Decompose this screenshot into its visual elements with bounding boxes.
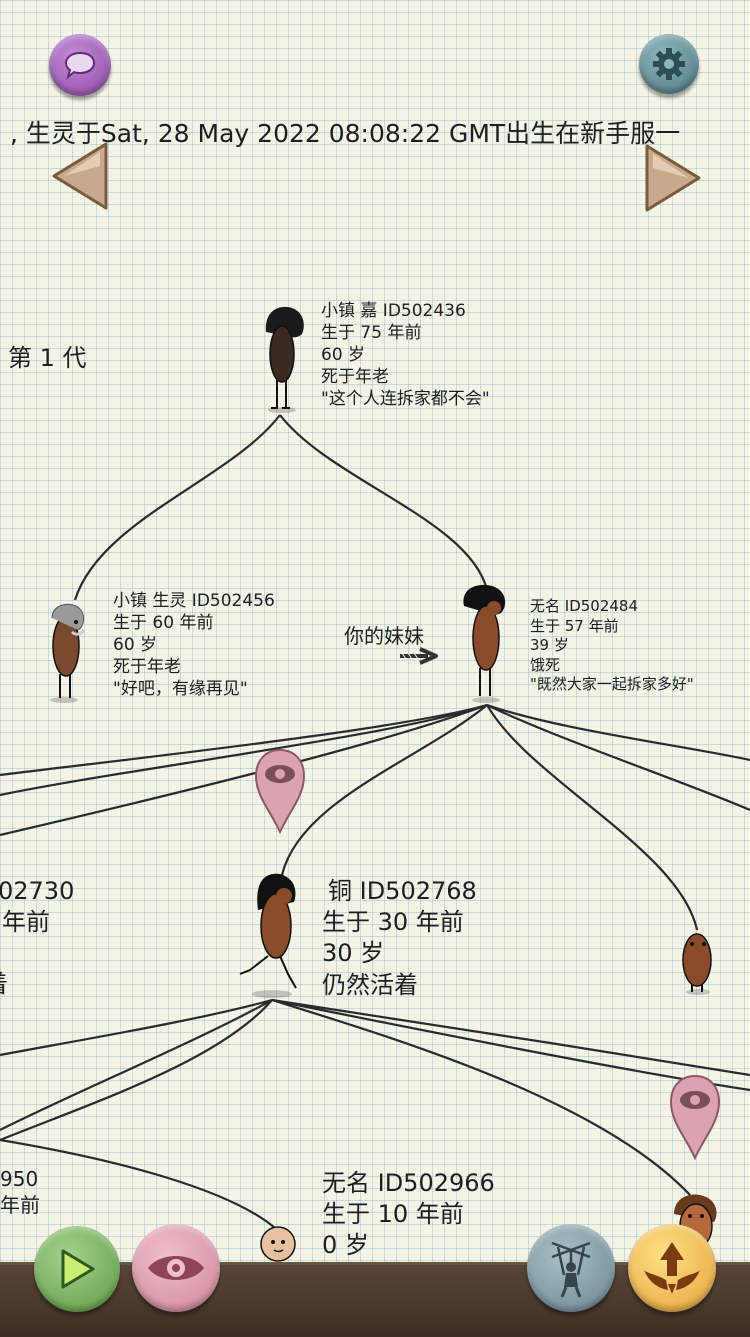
left-child-quote: "好吧，有缘再见" [113, 679, 248, 700]
left-child-name: 小镇 生灵 ID502456 [113, 591, 275, 611]
left-cut-status: 着 [0, 969, 74, 1000]
bottom-left-cut-name: 950 [0, 1167, 39, 1191]
generation-label: 第 1 代 [8, 344, 87, 372]
baby-avatar[interactable] [258, 1222, 298, 1262]
eye-icon [148, 1256, 204, 1280]
eye-pin-icon[interactable] [667, 1072, 723, 1162]
right-child-avatar[interactable] [678, 928, 718, 998]
left-child-born: 生于 60 年前 [113, 613, 214, 634]
winged-arrow-up-icon [644, 1242, 700, 1294]
baby-age: 0 岁 [322, 1231, 369, 1260]
current-character-age: 30 岁 [322, 939, 385, 968]
sister-name: 无名 ID502484 [530, 597, 639, 615]
sister-avatar[interactable] [458, 582, 510, 706]
left-cut-born: 年前 [2, 908, 50, 937]
current-character-status: 仍然活着 [322, 970, 418, 999]
sister-relation-label: 你的妹妹 [344, 624, 424, 648]
ancestor-name: 小镇 嘉 ID502436 [321, 301, 466, 321]
ancestor-avatar[interactable] [262, 302, 308, 418]
sister-quote: "既然大家一起拆家多好" [530, 675, 694, 693]
play-icon [61, 1249, 95, 1289]
left-arrow-icon[interactable] [48, 140, 110, 212]
sister-status: 饿死 [530, 655, 561, 674]
eye-pin-icon[interactable] [252, 746, 308, 836]
right-arrow-icon[interactable] [643, 142, 705, 214]
left-child-age: 60 岁 [113, 635, 158, 656]
ancestor-age: 60 岁 [321, 345, 366, 366]
current-character-avatar[interactable] [236, 870, 306, 1000]
chat-bubble-icon [64, 51, 96, 80]
pointing-arrow-icon [400, 647, 438, 665]
sister-info: 无名 ID502484 生于 57 年前 39 岁 饿死 "既然大家一起拆家多好… [530, 597, 694, 695]
left-child-avatar[interactable] [46, 598, 96, 706]
puppet-button[interactable] [527, 1224, 615, 1312]
baby-born: 生于 10 年前 [322, 1200, 464, 1229]
settings-button[interactable] [639, 34, 699, 94]
watch-button[interactable] [132, 1224, 220, 1312]
chat-button[interactable] [49, 34, 111, 96]
baby-info: 无名 ID502966 生于 10 年前 0 岁 [322, 1168, 495, 1262]
current-character-name: 铜 ID502768 [328, 877, 477, 905]
puppet-icon [551, 1241, 591, 1298]
bottom-left-cut-born: 年前 [0, 1193, 40, 1217]
current-character-info: 铜 ID502768 生于 30 年前 30 岁 仍然活着 [322, 876, 477, 1001]
ascend-button[interactable] [628, 1224, 716, 1312]
bottom-left-cut-info: 950 年前 [0, 1166, 40, 1218]
sister-born: 生于 57 年前 [530, 616, 619, 635]
ground-strip [0, 1262, 750, 1337]
ancestor-status: 死于年老 [321, 367, 389, 388]
left-child-info: 小镇 生灵 ID502456 生于 60 年前 60 岁 死于年老 "好吧，有缘… [113, 590, 275, 700]
baby-name: 无名 ID502966 [322, 1169, 495, 1197]
left-child-status: 死于年老 [113, 657, 181, 678]
gear-icon [653, 48, 685, 80]
ancestor-born: 生于 75 年前 [321, 323, 422, 344]
lineage-title: , 生灵于Sat, 28 May 2022 08:08:22 GMT出生在新手服… [10, 119, 681, 148]
ancestor-info: 小镇 嘉 ID502436 生于 75 年前 60 岁 死于年老 "这个人连拆家… [321, 300, 490, 410]
current-character-born: 生于 30 年前 [322, 908, 464, 937]
play-button[interactable] [34, 1226, 120, 1312]
ancestor-quote: "这个人连拆家都不会" [321, 389, 490, 410]
sister-age: 39 岁 [530, 636, 569, 654]
left-cut-name: 02730 [0, 877, 75, 905]
left-cut-info: 02730 年前 着 [0, 876, 74, 1001]
